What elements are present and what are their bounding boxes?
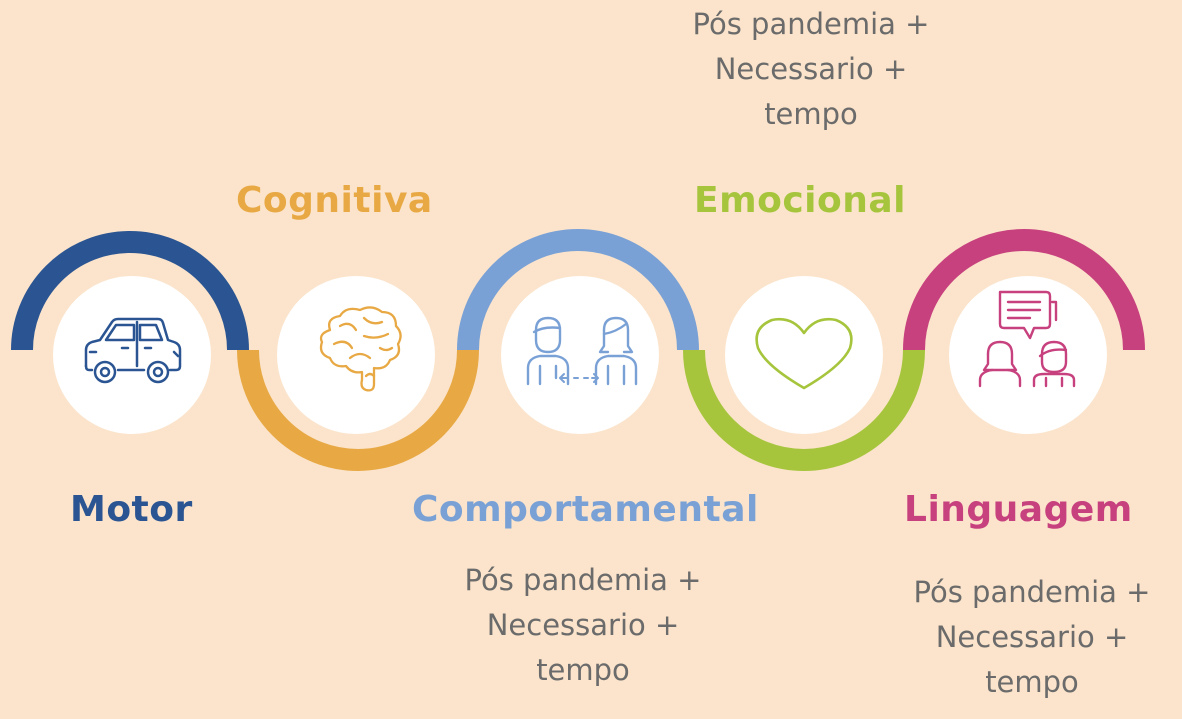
note-line: Pós pandemia +: [464, 563, 702, 597]
motor-arc: [11, 231, 249, 351]
cognitiva-arc: [237, 349, 479, 471]
note-line: Pós pandemia +: [692, 7, 930, 41]
note-comportamental: Pós pandemia + Necessario + tempo: [433, 558, 733, 693]
comportamental-arc: [457, 229, 699, 351]
note-line: tempo: [985, 665, 1079, 699]
car-icon: [84, 317, 182, 384]
stage-label-comportamental: Comportamental: [412, 489, 759, 530]
note-line: tempo: [536, 653, 630, 687]
stage-label-emocional: Emocional: [694, 180, 907, 221]
note-linguagem: Pós pandemia + Necessario + tempo: [882, 570, 1182, 705]
motor-circle: [53, 276, 211, 434]
two-people-exchange-icon: [526, 316, 638, 386]
brain-icon: [319, 306, 402, 392]
linguagem-arc: [903, 229, 1145, 351]
emocional-arc: [683, 349, 925, 471]
stage-label-motor: Motor: [70, 489, 193, 530]
note-line: Necessario +: [714, 52, 908, 86]
note-line: Pós pandemia +: [913, 575, 1151, 609]
note-line: tempo: [764, 97, 858, 131]
note-emocional: Pós pandemia + Necessario + tempo: [661, 2, 961, 137]
people-chat-icon: [978, 290, 1076, 388]
heart-icon: [755, 318, 853, 390]
comportamental-circle: [501, 276, 659, 434]
stage-label-linguagem: Linguagem: [904, 489, 1133, 530]
emocional-circle: [725, 276, 883, 434]
note-line: Necessario +: [935, 620, 1129, 654]
note-line: Necessario +: [486, 608, 680, 642]
linguagem-circle: [949, 276, 1107, 434]
stage-label-cognitiva: Cognitiva: [236, 180, 433, 221]
